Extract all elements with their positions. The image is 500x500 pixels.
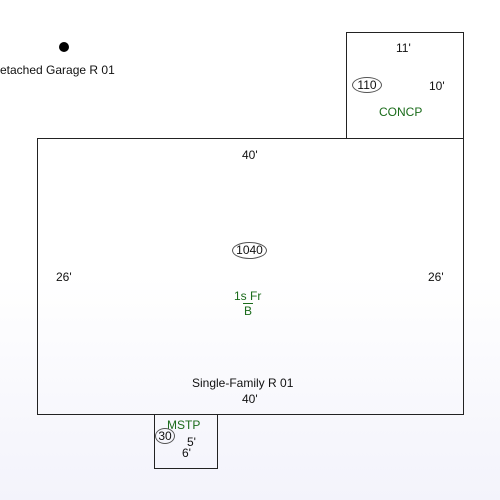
concp-label: CONCP bbox=[379, 105, 423, 119]
garage-marker bbox=[59, 42, 69, 52]
mstp-dim-bottom: 6' bbox=[182, 446, 191, 460]
house-area-badge: 1040 bbox=[232, 242, 267, 259]
house-code-bottom: B bbox=[243, 303, 254, 318]
house-code-bottom-text: B bbox=[243, 303, 254, 318]
concp-area-badge: 110 bbox=[352, 77, 382, 93]
house-dim-left: 26' bbox=[56, 270, 72, 284]
house-code-top: 1s Fr bbox=[234, 289, 262, 303]
mstp-area-badge: 30 bbox=[155, 428, 175, 444]
concp-dim-right: 10' bbox=[429, 79, 445, 93]
mstp-label: MSTP bbox=[167, 418, 201, 432]
house-dim-top: 40' bbox=[242, 148, 258, 162]
garage-label: etached Garage R 01 bbox=[0, 63, 115, 77]
concp-dim-top: 11' bbox=[396, 41, 411, 55]
house-dim-bottom: 40' bbox=[242, 392, 258, 406]
house-label: Single-Family R 01 bbox=[192, 376, 294, 390]
house-dim-right: 26' bbox=[428, 270, 444, 284]
mstp-dim-right: 5' bbox=[187, 435, 196, 449]
house-outline[interactable] bbox=[37, 138, 464, 415]
mstp-outline[interactable] bbox=[154, 414, 218, 469]
